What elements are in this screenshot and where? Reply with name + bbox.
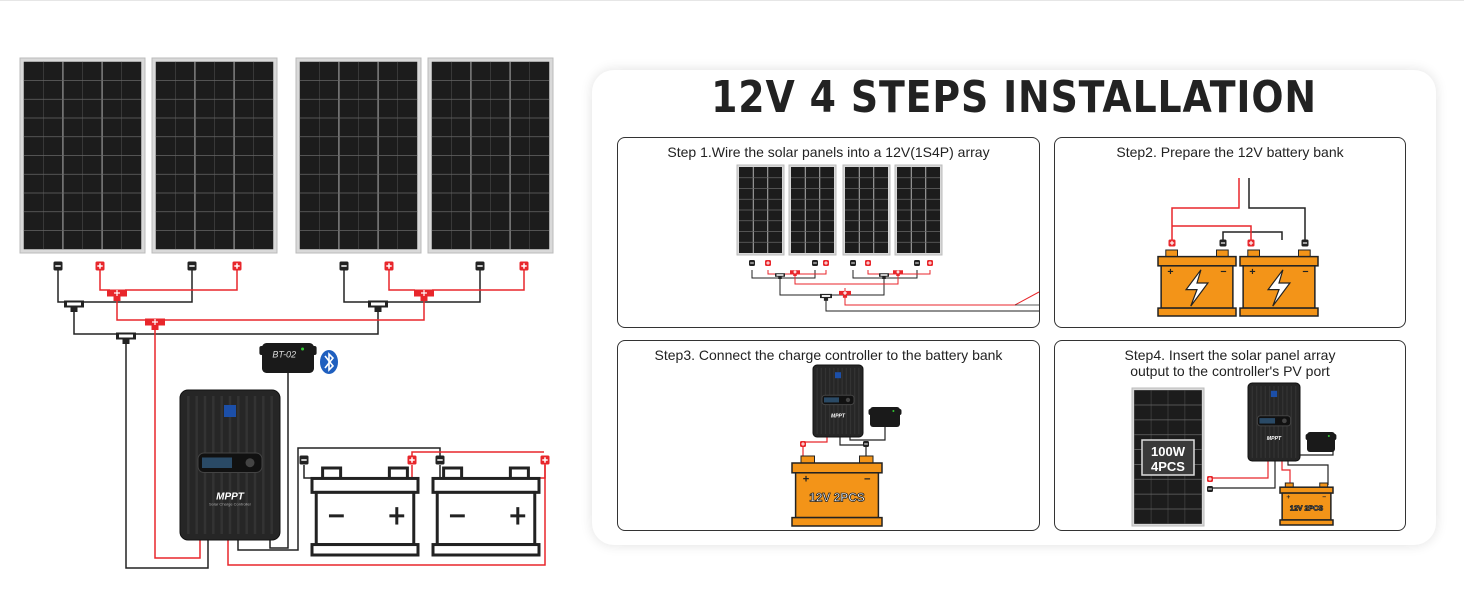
mount-tab bbox=[310, 346, 317, 355]
branch-stem bbox=[151, 322, 159, 330]
bluetooth-icon bbox=[320, 350, 338, 374]
branch-stem bbox=[113, 293, 121, 301]
solar-panel bbox=[19, 57, 146, 254]
positive-branch-connector bbox=[145, 318, 165, 330]
page-title: 12V 4 STEPS INSTALLATION bbox=[711, 72, 1317, 123]
battery-body bbox=[435, 490, 537, 547]
negative-connector bbox=[299, 455, 309, 465]
battery-outline bbox=[310, 466, 420, 557]
positive-branch-connector bbox=[107, 289, 127, 301]
negative-wire bbox=[237, 447, 441, 551]
negative-connector bbox=[435, 455, 445, 465]
battery-outline bbox=[431, 466, 541, 557]
mount-tab bbox=[259, 346, 266, 355]
battery-terminal bbox=[442, 466, 464, 480]
negative-wire bbox=[343, 270, 370, 303]
negative-connector bbox=[53, 261, 63, 271]
battery-lid bbox=[310, 476, 420, 494]
step-2-caption: Step2. Prepare the 12V battery bank bbox=[1116, 144, 1344, 160]
negative-connector bbox=[475, 261, 485, 271]
battery-terminal bbox=[321, 466, 343, 480]
negative-connector bbox=[339, 261, 349, 271]
solar-panel bbox=[295, 57, 422, 254]
bt-module-label: BT-02 bbox=[272, 349, 296, 359]
negative-branch-connector bbox=[64, 300, 84, 312]
battery-terminal bbox=[387, 466, 409, 480]
battery-terminal bbox=[508, 466, 530, 480]
positive-connector bbox=[407, 455, 417, 465]
negative-connector bbox=[187, 261, 197, 271]
positive-wire bbox=[125, 270, 238, 291]
positive-connector bbox=[540, 455, 550, 465]
positive-wire bbox=[116, 300, 148, 321]
step-2-box: Step2. Prepare the 12V battery bank bbox=[1054, 137, 1406, 328]
bluetooth-glyph bbox=[324, 352, 335, 372]
step-3-box: Step3. Connect the charge controller to … bbox=[617, 340, 1040, 531]
negative-wire bbox=[125, 342, 209, 569]
step-1-caption: Step 1.Wire the solar panels into a 12V(… bbox=[667, 144, 990, 160]
positive-wire bbox=[411, 451, 544, 460]
branch-highlight bbox=[67, 302, 81, 306]
branch-highlight bbox=[371, 302, 385, 306]
positive-connector bbox=[232, 261, 242, 271]
positive-wire bbox=[163, 300, 425, 321]
status-led bbox=[301, 347, 305, 351]
positive-wire bbox=[227, 460, 546, 566]
controller-sub-label: Solar Charge Controller bbox=[209, 502, 252, 507]
lcd-screen bbox=[202, 457, 232, 468]
solar-panel bbox=[427, 57, 554, 254]
positive-wire bbox=[99, 270, 110, 291]
negative-branch-connector bbox=[368, 300, 388, 312]
positive-connector bbox=[519, 261, 529, 271]
solar-panel bbox=[151, 57, 278, 254]
branch-stem bbox=[420, 293, 428, 301]
step-3-caption: Step3. Connect the charge controller to … bbox=[654, 347, 1003, 363]
branch-stem bbox=[122, 336, 130, 344]
negative-wire bbox=[386, 270, 481, 303]
top-divider bbox=[0, 0, 1464, 1]
negative-wire bbox=[82, 270, 193, 303]
positive-branch-connector bbox=[414, 289, 434, 301]
branch-highlight bbox=[119, 334, 133, 338]
positive-wire bbox=[432, 270, 525, 291]
battery-lid bbox=[431, 476, 541, 494]
battery-base bbox=[310, 543, 420, 557]
branch-stem bbox=[70, 304, 78, 312]
step-1-box: Step 1.Wire the solar panels into a 12V(… bbox=[617, 137, 1040, 328]
bt-module: BT-02 bbox=[259, 343, 317, 373]
controller-button bbox=[245, 458, 255, 468]
positive-wire bbox=[388, 270, 415, 291]
battery-base bbox=[431, 543, 541, 557]
positive-connector bbox=[384, 261, 394, 271]
negative-wire bbox=[269, 372, 289, 549]
negative-wire bbox=[73, 310, 120, 335]
brand-logo-icon bbox=[224, 405, 236, 417]
branch-stem bbox=[374, 304, 382, 312]
controller-brand-label: MPPT bbox=[216, 492, 245, 503]
negative-wire bbox=[57, 270, 70, 303]
negative-wire bbox=[132, 310, 379, 335]
bt-module-body bbox=[262, 343, 314, 373]
battery-body bbox=[314, 490, 416, 547]
step-4-caption: Step4. Insert the solar panel array outp… bbox=[1124, 347, 1336, 379]
positive-wire bbox=[154, 328, 201, 559]
step-4-box: Step4. Insert the solar panel array outp… bbox=[1054, 340, 1406, 531]
negative-branch-connector bbox=[116, 332, 136, 344]
positive-connector bbox=[95, 261, 105, 271]
